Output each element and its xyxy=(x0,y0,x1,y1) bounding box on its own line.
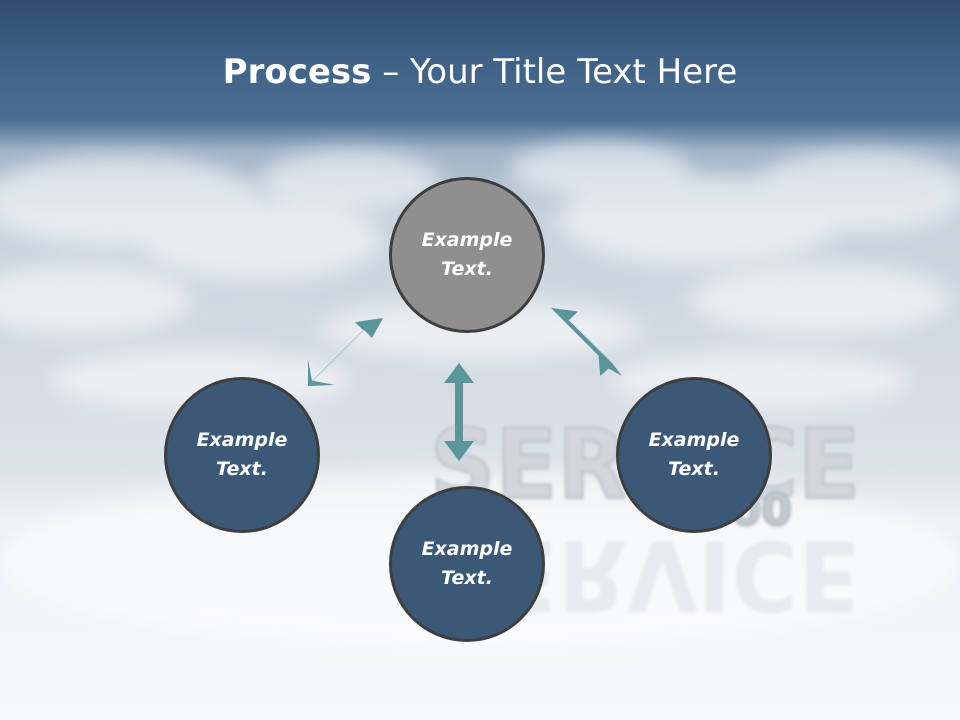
process-node-left[interactable]: Example Text. xyxy=(164,377,320,533)
process-node-bottom[interactable]: Example Text. xyxy=(389,486,545,642)
node-right-line1: Example xyxy=(648,429,740,451)
node-right-line2: Text. xyxy=(668,458,720,480)
title-bold-part: Process xyxy=(222,52,372,92)
process-node-top[interactable]: Example Text. xyxy=(389,177,545,333)
arrow-center-icon xyxy=(444,363,474,461)
node-top-line2: Text. xyxy=(441,258,493,280)
arrow-top-right-icon xyxy=(551,308,622,376)
node-bottom-line2: Text. xyxy=(441,567,493,589)
title-separator: – xyxy=(371,52,411,92)
node-bottom-line1: Example xyxy=(421,538,513,560)
node-left-line2: Text. xyxy=(216,458,268,480)
slide-title: Process – Your Title Text Here xyxy=(0,52,960,92)
node-top-line1: Example xyxy=(421,229,513,251)
process-node-right[interactable]: Example Text. xyxy=(616,377,772,533)
title-rest: Your Title Text Here xyxy=(410,52,738,92)
node-left-line1: Example xyxy=(196,429,288,451)
arrow-top-left-icon xyxy=(308,318,383,386)
